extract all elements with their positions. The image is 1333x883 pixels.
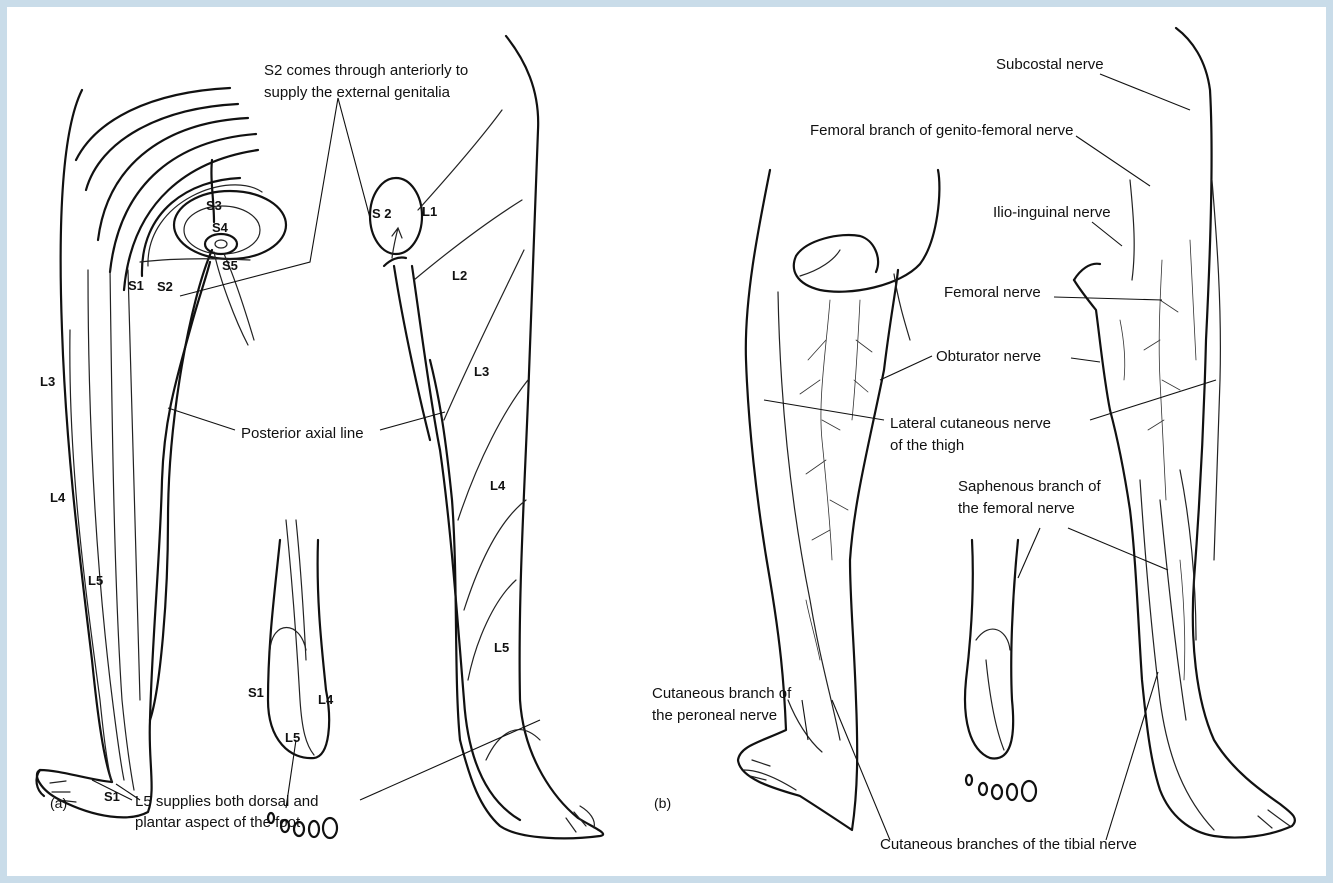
panel-a-label: (a) bbox=[50, 795, 67, 811]
femoral-nerve-label: Femoral nerve bbox=[944, 284, 1041, 301]
segment-s5: S5 bbox=[222, 258, 238, 273]
small-foot-b bbox=[965, 540, 1036, 801]
peroneal-line1: Cutaneous branch of bbox=[652, 685, 792, 702]
segment-s1-back: S1 bbox=[128, 278, 144, 293]
saphenous-line1: Saphenous branch of bbox=[958, 478, 1101, 495]
lateral-cutaneous-line2: of the thigh bbox=[890, 437, 964, 454]
segment-s4: S4 bbox=[212, 220, 229, 235]
panel-b-leaders bbox=[764, 74, 1216, 840]
segment-l4-sole: L4 bbox=[318, 692, 334, 707]
obturator-nerve-label: Obturator nerve bbox=[936, 348, 1041, 365]
segment-l5-back: L5 bbox=[88, 573, 103, 588]
segment-l2-front: L2 bbox=[452, 268, 467, 283]
panel-a-leaders bbox=[92, 98, 540, 808]
segment-s1-sole: S1 bbox=[248, 685, 264, 700]
segment-l3-back: L3 bbox=[40, 374, 55, 389]
segment-l4-front: L4 bbox=[490, 478, 506, 493]
sole-diagram bbox=[268, 520, 337, 838]
saphenous-line2: the femoral nerve bbox=[958, 500, 1075, 517]
lateral-leg-outline bbox=[738, 170, 939, 830]
segment-s3: S3 bbox=[206, 198, 222, 213]
segment-l4-back: L4 bbox=[50, 490, 66, 505]
anterior-leg-b-outline bbox=[1074, 28, 1295, 838]
segment-s2-back: S2 bbox=[157, 279, 173, 294]
lateral-cutaneous-line1: Lateral cutaneous nerve bbox=[890, 415, 1051, 432]
s2-note-line1: S2 comes through anteriorly to bbox=[264, 62, 468, 79]
panel-b-label: (b) bbox=[654, 795, 671, 811]
segment-l1-front: L1 bbox=[422, 204, 437, 219]
subcostal-nerve-label: Subcostal nerve bbox=[996, 56, 1104, 73]
peroneal-line2: the peroneal nerve bbox=[652, 707, 777, 724]
l5-note-line1: L5 supplies both dorsal and bbox=[135, 793, 318, 810]
anterior-leg-nerve-branches bbox=[1120, 240, 1196, 680]
segment-s2-front: S 2 bbox=[372, 206, 392, 221]
segment-l5-front: L5 bbox=[494, 640, 509, 655]
s2-note-line2: supply the external genitalia bbox=[264, 84, 451, 101]
segment-s1-heel: S1 bbox=[104, 789, 120, 804]
anterior-leg-outline bbox=[370, 36, 603, 838]
segment-l3-front: L3 bbox=[474, 364, 489, 379]
tibial-nerve-label: Cutaneous branches of the tibial nerve bbox=[880, 836, 1137, 853]
segment-l5-sole: L5 bbox=[285, 730, 300, 745]
ilio-inguinal-nerve-label: Ilio-inguinal nerve bbox=[993, 204, 1111, 221]
l5-note-line2: plantar aspect of the foot bbox=[135, 814, 301, 831]
genito-femoral-nerve-label: Femoral branch of genito-femoral nerve bbox=[810, 122, 1073, 139]
sacral-circles bbox=[140, 160, 286, 345]
posterior-axial-line-label: Posterior axial line bbox=[241, 425, 364, 442]
